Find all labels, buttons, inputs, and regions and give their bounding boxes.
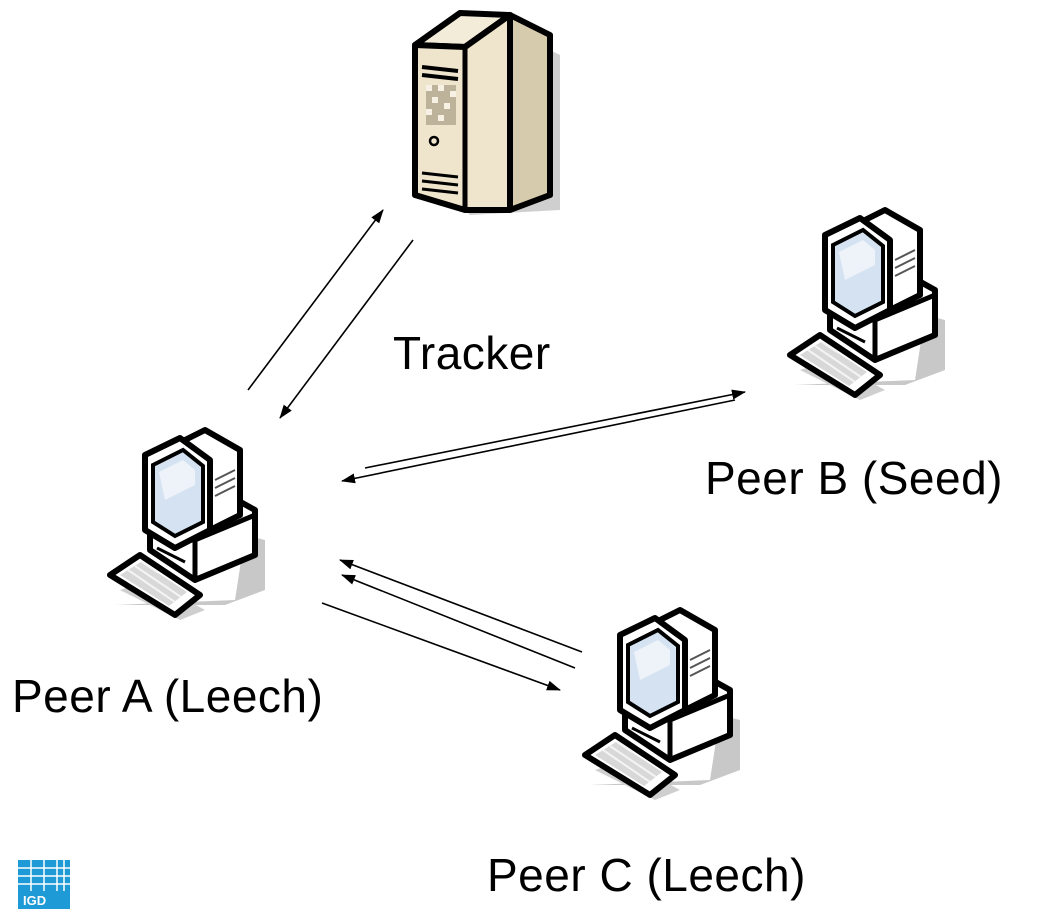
arrow-peer-c-to-peer-a-1 bbox=[339, 559, 583, 653]
peer-c-label: Peer C (Leech) bbox=[487, 849, 806, 901]
peer-b-label: Peer B (Seed) bbox=[705, 452, 1003, 504]
tracker-label: Tracker bbox=[393, 327, 551, 379]
tracker-server-icon bbox=[412, 10, 560, 215]
logo-text: IGD bbox=[23, 893, 46, 908]
peer-a-label: Peer A (Leech) bbox=[12, 670, 324, 722]
arrow-peer-b-to-peer-a bbox=[341, 399, 736, 484]
igd-logo: IGD bbox=[18, 860, 70, 909]
arrow-peer-a-to-tracker bbox=[247, 209, 384, 391]
arrow-peer-c-to-peer-a-2 bbox=[341, 574, 576, 669]
arrow-tracker-to-peer-a bbox=[279, 239, 414, 419]
arrow-peer-a-to-peer-c bbox=[321, 602, 561, 691]
peer-b-computer-icon bbox=[790, 210, 945, 400]
peer-a-computer-icon bbox=[110, 430, 265, 620]
arrow-peer-a-to-peer-b bbox=[364, 389, 746, 469]
peer-c-computer-icon bbox=[585, 610, 740, 800]
